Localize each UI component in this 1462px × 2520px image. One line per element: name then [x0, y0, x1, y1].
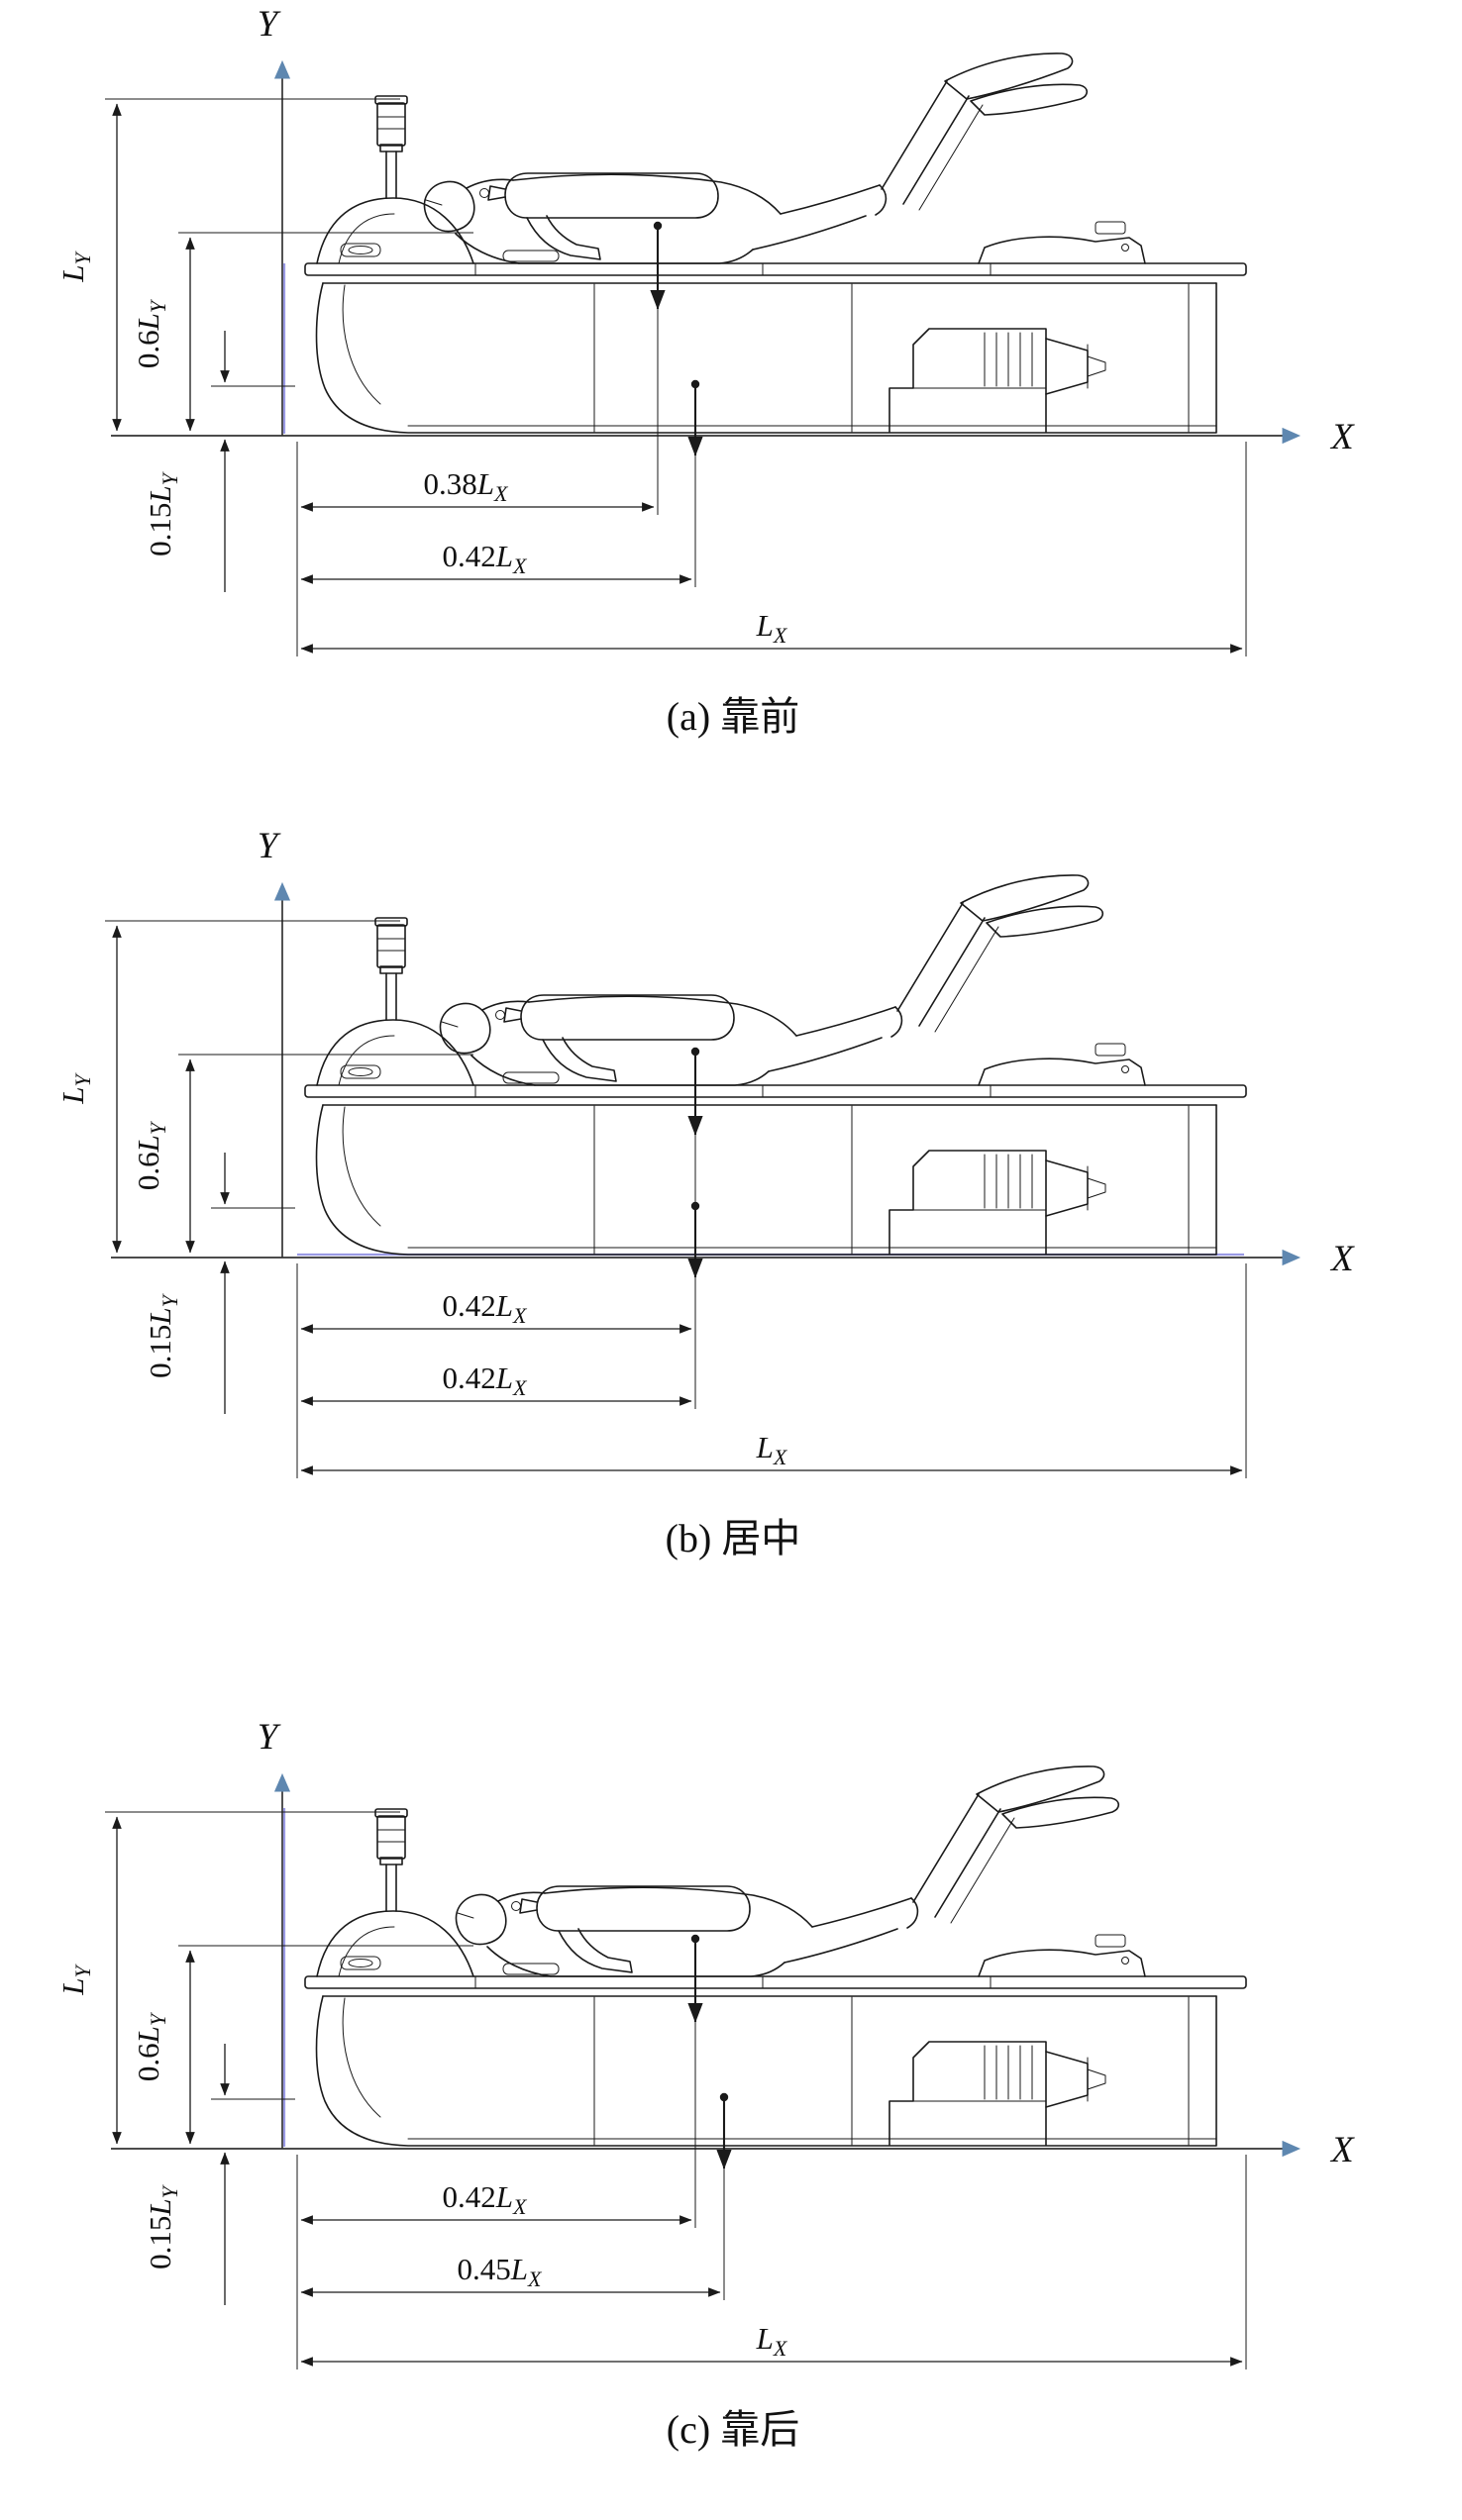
- panel-b: Y X LY 0.6LY 0.15LY: [55, 826, 1355, 1561]
- dim-ly: LY: [55, 920, 400, 1254]
- cg-marker-2: [687, 1201, 703, 1409]
- panel-caption: (a) 靠前: [667, 694, 799, 739]
- vehicle: [304, 917, 1247, 1256]
- dim-015ly: 0.15LY: [143, 1153, 295, 1414]
- diver: [455, 1765, 1120, 1977]
- dim-ly-label: LY: [55, 1072, 95, 1105]
- vehicle: [304, 95, 1247, 434]
- y-axis-label: Y: [258, 1717, 281, 1758]
- x-axis-label: X: [1329, 2130, 1355, 2170]
- dim-x2: 0.45LX: [300, 2252, 721, 2297]
- y-axis-label: Y: [258, 4, 281, 45]
- dim-x1-label: 0.38LX: [424, 466, 510, 506]
- diver: [439, 874, 1104, 1086]
- dim-015ly: 0.15LY: [143, 331, 295, 592]
- dim-x1: 0.42LX: [300, 2179, 692, 2225]
- dim-015ly-label: 0.15LY: [143, 1292, 182, 1378]
- dim-x2-label: 0.42LX: [443, 1361, 529, 1400]
- dim-lx-label: LX: [756, 2321, 788, 2361]
- panel-a: Y X LY 0.6LY 0.15LY: [55, 4, 1355, 739]
- dim-015ly: 0.15LY: [143, 2044, 295, 2305]
- dim-x2: 0.42LX: [300, 1361, 692, 1406]
- y-axis-label: Y: [258, 826, 281, 866]
- dim-06ly-label: 0.6LY: [131, 1120, 170, 1190]
- dim-lx: LX: [300, 608, 1243, 654]
- dim-06ly: 0.6LY: [131, 232, 473, 432]
- dim-lx-label: LX: [756, 1430, 788, 1469]
- dim-06ly: 0.6LY: [131, 1054, 473, 1254]
- x-axis-label: X: [1329, 417, 1355, 457]
- dim-015ly-label: 0.15LY: [143, 470, 182, 556]
- panel-c: Y X LY 0.6LY 0.15LY: [55, 1717, 1355, 2452]
- dim-ly-label: LY: [55, 251, 95, 283]
- dim-x1: 0.42LX: [300, 1288, 692, 1334]
- dim-06ly-label: 0.6LY: [131, 298, 170, 368]
- cg-marker-1: [687, 1934, 703, 2228]
- panel-caption: (b) 居中: [666, 1516, 801, 1561]
- dim-06ly-label: 0.6LY: [131, 2011, 170, 2081]
- x-axis-label: X: [1329, 1239, 1355, 1279]
- cg-marker-2: [687, 379, 703, 587]
- diver: [423, 52, 1089, 264]
- dim-015ly-label: 0.15LY: [143, 2183, 182, 2269]
- dim-lx: LX: [300, 1430, 1243, 1475]
- dim-06ly: 0.6LY: [131, 1945, 473, 2145]
- cg-marker-1: [650, 221, 666, 515]
- dim-x2: 0.42LX: [300, 539, 692, 584]
- dim-x2-label: 0.45LX: [458, 2252, 544, 2291]
- dim-lx-label: LX: [756, 608, 788, 648]
- cg-marker-2: [716, 2092, 732, 2300]
- dim-x1-label: 0.42LX: [443, 1288, 529, 1328]
- dim-x1: 0.38LX: [300, 466, 655, 512]
- panel-caption: (c) 靠后: [667, 2407, 799, 2452]
- dim-x1-label: 0.42LX: [443, 2179, 529, 2219]
- dim-ly: LY: [55, 1811, 400, 2145]
- dim-lx: LX: [300, 2321, 1243, 2367]
- dim-ly: LY: [55, 98, 400, 432]
- dim-x2-label: 0.42LX: [443, 539, 529, 578]
- dim-ly-label: LY: [55, 1964, 95, 1996]
- vehicle: [304, 1808, 1247, 2147]
